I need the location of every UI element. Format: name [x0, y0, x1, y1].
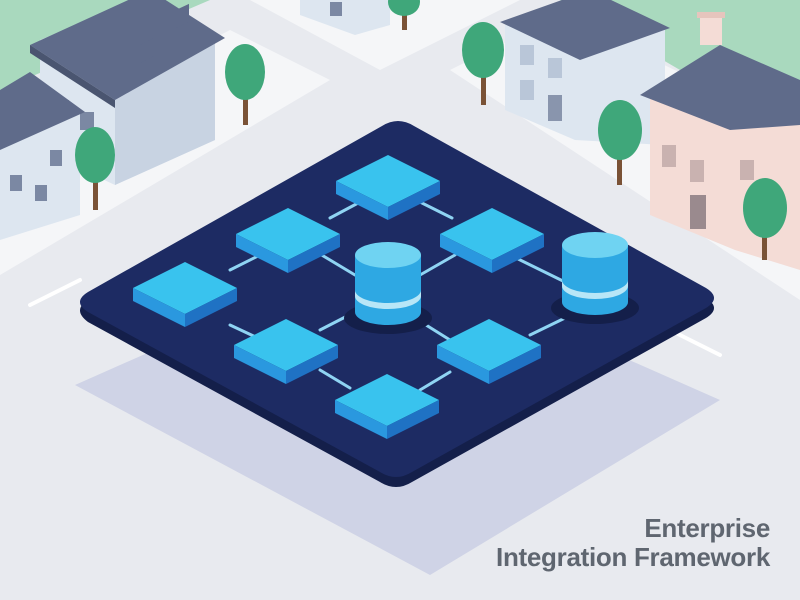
database-cylinder-icon — [551, 232, 639, 324]
tree-icon — [388, 0, 420, 30]
server-block-icon — [236, 208, 340, 273]
server-block-icon — [437, 319, 541, 384]
tree-icon — [225, 44, 265, 125]
lane-mark — [28, 278, 82, 307]
tree-icon — [598, 100, 642, 185]
database-cylinder-icon — [344, 242, 432, 334]
house-icon — [0, 72, 85, 240]
server-block-icon — [335, 374, 439, 439]
lane-mark — [668, 328, 722, 357]
server-block-icon — [440, 208, 544, 273]
tree-icon — [743, 178, 787, 260]
tree-icon — [75, 127, 115, 210]
server-block-icon — [234, 319, 338, 384]
house-icon — [300, 0, 390, 35]
server-block-icon — [133, 262, 237, 327]
caption-line-1: Enterprise — [644, 513, 770, 543]
server-block-icon — [336, 155, 440, 220]
tree-icon — [462, 22, 504, 105]
caption-line-2: Integration Framework — [496, 542, 770, 572]
